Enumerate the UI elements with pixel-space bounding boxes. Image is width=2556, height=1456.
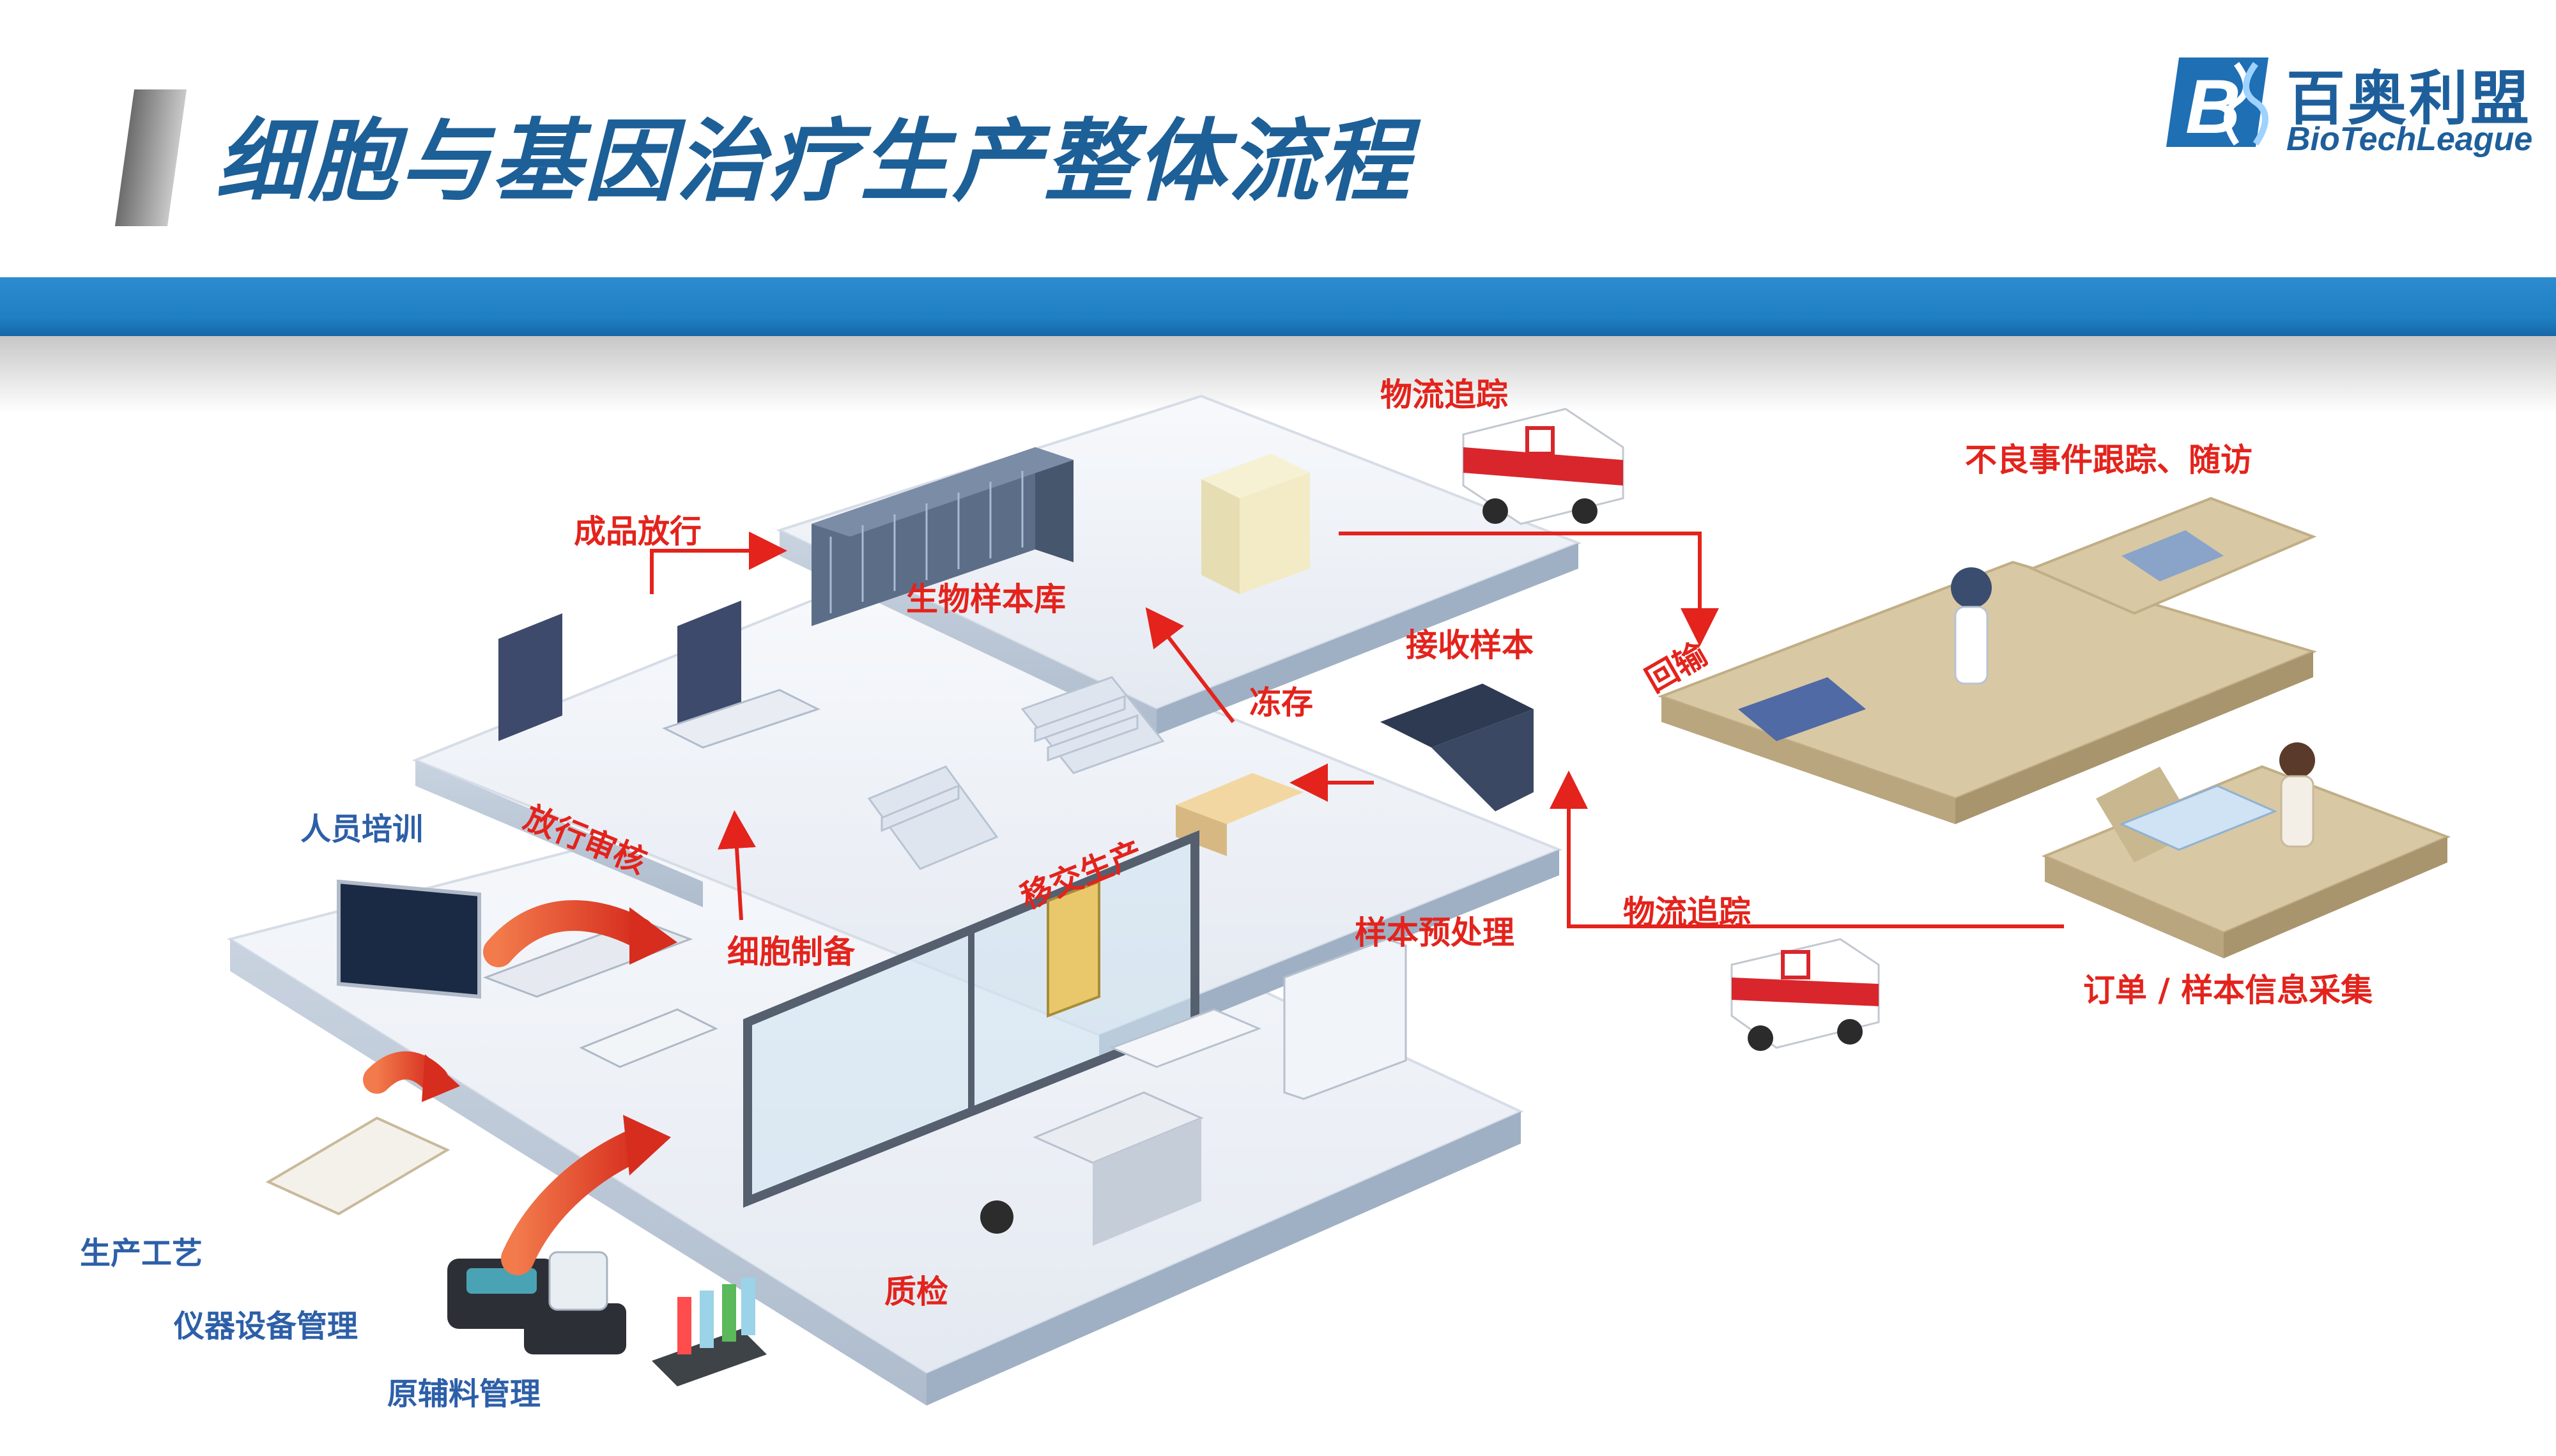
label-logistics-tracking-bottom: 物流追踪 [1623, 894, 1751, 931]
freezer [1201, 454, 1310, 594]
label-cryopreservation: 冻存 [1249, 684, 1313, 721]
qc-lab-equipment [980, 938, 1407, 1246]
label-sample-pretreatment: 样本预处理 [1355, 914, 1514, 951]
label-order-collection: 订单 / 样本信息采集 [2083, 972, 2373, 1009]
label-instrument-management: 仪器设备管理 [174, 1308, 358, 1344]
release-review-cabinets [498, 601, 820, 749]
label-receive-sample: 接收样本 [1406, 627, 1534, 664]
hospital-platforms [1658, 496, 2451, 958]
hospital-ward [1738, 530, 2315, 851]
label-cell-preparation: 细胞制备 [727, 933, 855, 970]
header-band [0, 277, 2556, 336]
label-product-release: 成品放行 [574, 513, 702, 550]
label-biobank: 生物样本库 [906, 581, 1066, 618]
bl-logo-mark: B [2166, 57, 2268, 149]
reagent-tubes [652, 1278, 767, 1386]
logo: B [2160, 51, 2294, 153]
logo-name-en: BioTechLeague [2286, 121, 2533, 158]
server-racks [812, 447, 1074, 626]
production-glass-room [743, 830, 1199, 1208]
sample-processing-desks [1176, 684, 1534, 856]
label-quality-control: 质检 [884, 1273, 948, 1310]
ambulance-top [1462, 408, 1624, 525]
label-staff-training: 人员培训 [300, 811, 424, 847]
header-band-shadow [0, 336, 2556, 413]
process-arrows-thin [650, 532, 2064, 928]
page-title: 细胞与基因治疗生产整体流程 [216, 110, 1413, 214]
label-production-process: 生产工艺 [80, 1236, 203, 1271]
label-logistics-tracking-top: 物流追踪 [1380, 376, 1508, 413]
label-materials-management: 原辅料管理 [387, 1376, 541, 1412]
ambulance-bottom [1730, 938, 1880, 1051]
label-adverse-event: 不良事件跟踪、随访 [1965, 441, 2252, 479]
stairs [867, 676, 1165, 870]
process-arrows-large [363, 900, 677, 1275]
logo-name-cn: 百奥利盟 [2286, 65, 2532, 133]
